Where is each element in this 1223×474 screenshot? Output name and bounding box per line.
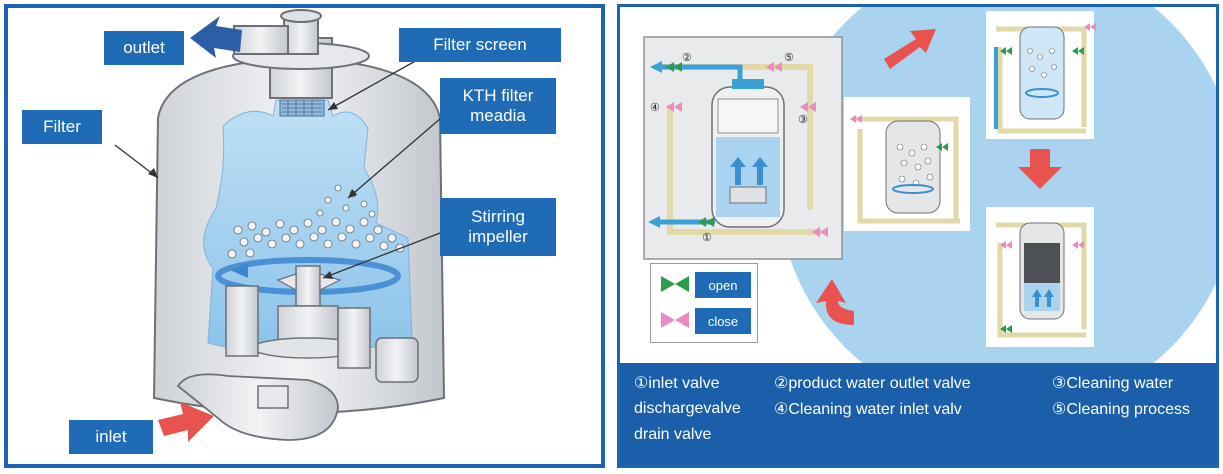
caption-inlet-valve: ①inlet valve — [634, 375, 720, 392]
process-arrow-icon — [1018, 149, 1062, 189]
caption-cleaning-water: ③Cleaning water — [1052, 375, 1174, 392]
valve-number-4: ④ — [650, 102, 660, 114]
cleaning-process-illustration: ② ⑤ ④ ③ ① — [643, 7, 1216, 363]
filter-label: Filter — [22, 110, 102, 144]
stirring-impeller-label: Stirring impeller — [440, 198, 556, 256]
process-arrow-icon — [884, 29, 936, 69]
process-step-bottom — [986, 207, 1094, 347]
inlet-arrow-icon — [158, 402, 214, 442]
open-valve-icon — [661, 276, 689, 292]
inlet-label: inlet — [69, 420, 153, 454]
outlet-arrow-icon — [190, 16, 242, 58]
valve-caption: ①inlet valve ②product water outlet valve… — [620, 363, 1216, 465]
process-cycle-background — [778, 7, 1216, 363]
valve-number-1: ① — [702, 232, 712, 244]
valve-number-5: ⑤ — [784, 52, 794, 64]
caption-cleaning-inlet-valve: ④Cleaning water inlet valv — [774, 401, 962, 418]
caption-product-outlet-valve: ②product water outlet valve — [774, 375, 971, 392]
legend-open-label: open — [695, 272, 751, 298]
valve-legend: open close — [650, 263, 758, 343]
valve-number-2: ② — [682, 52, 692, 64]
kth-filter-media-label: KTH filter meadia — [440, 78, 556, 134]
close-valve-icon — [661, 312, 689, 328]
filter-tank-illustration — [114, 9, 449, 442]
process-step-middle — [844, 97, 970, 231]
legend-close-label: close — [695, 308, 751, 334]
open-valve-icon — [666, 62, 682, 72]
caption-row: drain valve — [634, 422, 1206, 448]
filter-media-beads — [227, 184, 405, 259]
process-step-top — [986, 11, 1096, 139]
filter-screen-mesh — [279, 99, 325, 117]
outlet-label: outlet — [104, 31, 184, 65]
caption-row: ①inlet valve ②product water outlet valve… — [634, 370, 1206, 396]
caption-cleaning-process: ⑤Cleaning process — [1052, 401, 1190, 418]
cleaning-process-panel: ② ⑤ ④ ③ ① — [617, 4, 1219, 468]
close-valve-icon — [766, 62, 782, 72]
filter-diagram-panel: outlet Filter screen Filter KTH filter m… — [4, 4, 605, 468]
filter-screen-label: Filter screen — [399, 28, 561, 62]
valve-number-3: ③ — [798, 114, 808, 126]
caption-row: dischargevalve ④Cleaning water inlet val… — [634, 396, 1206, 422]
caption-discharge-valve: dischargevalve — [634, 400, 741, 417]
process-arrow-icon — [816, 279, 854, 325]
caption-drain-valve: drain valve — [634, 426, 712, 443]
